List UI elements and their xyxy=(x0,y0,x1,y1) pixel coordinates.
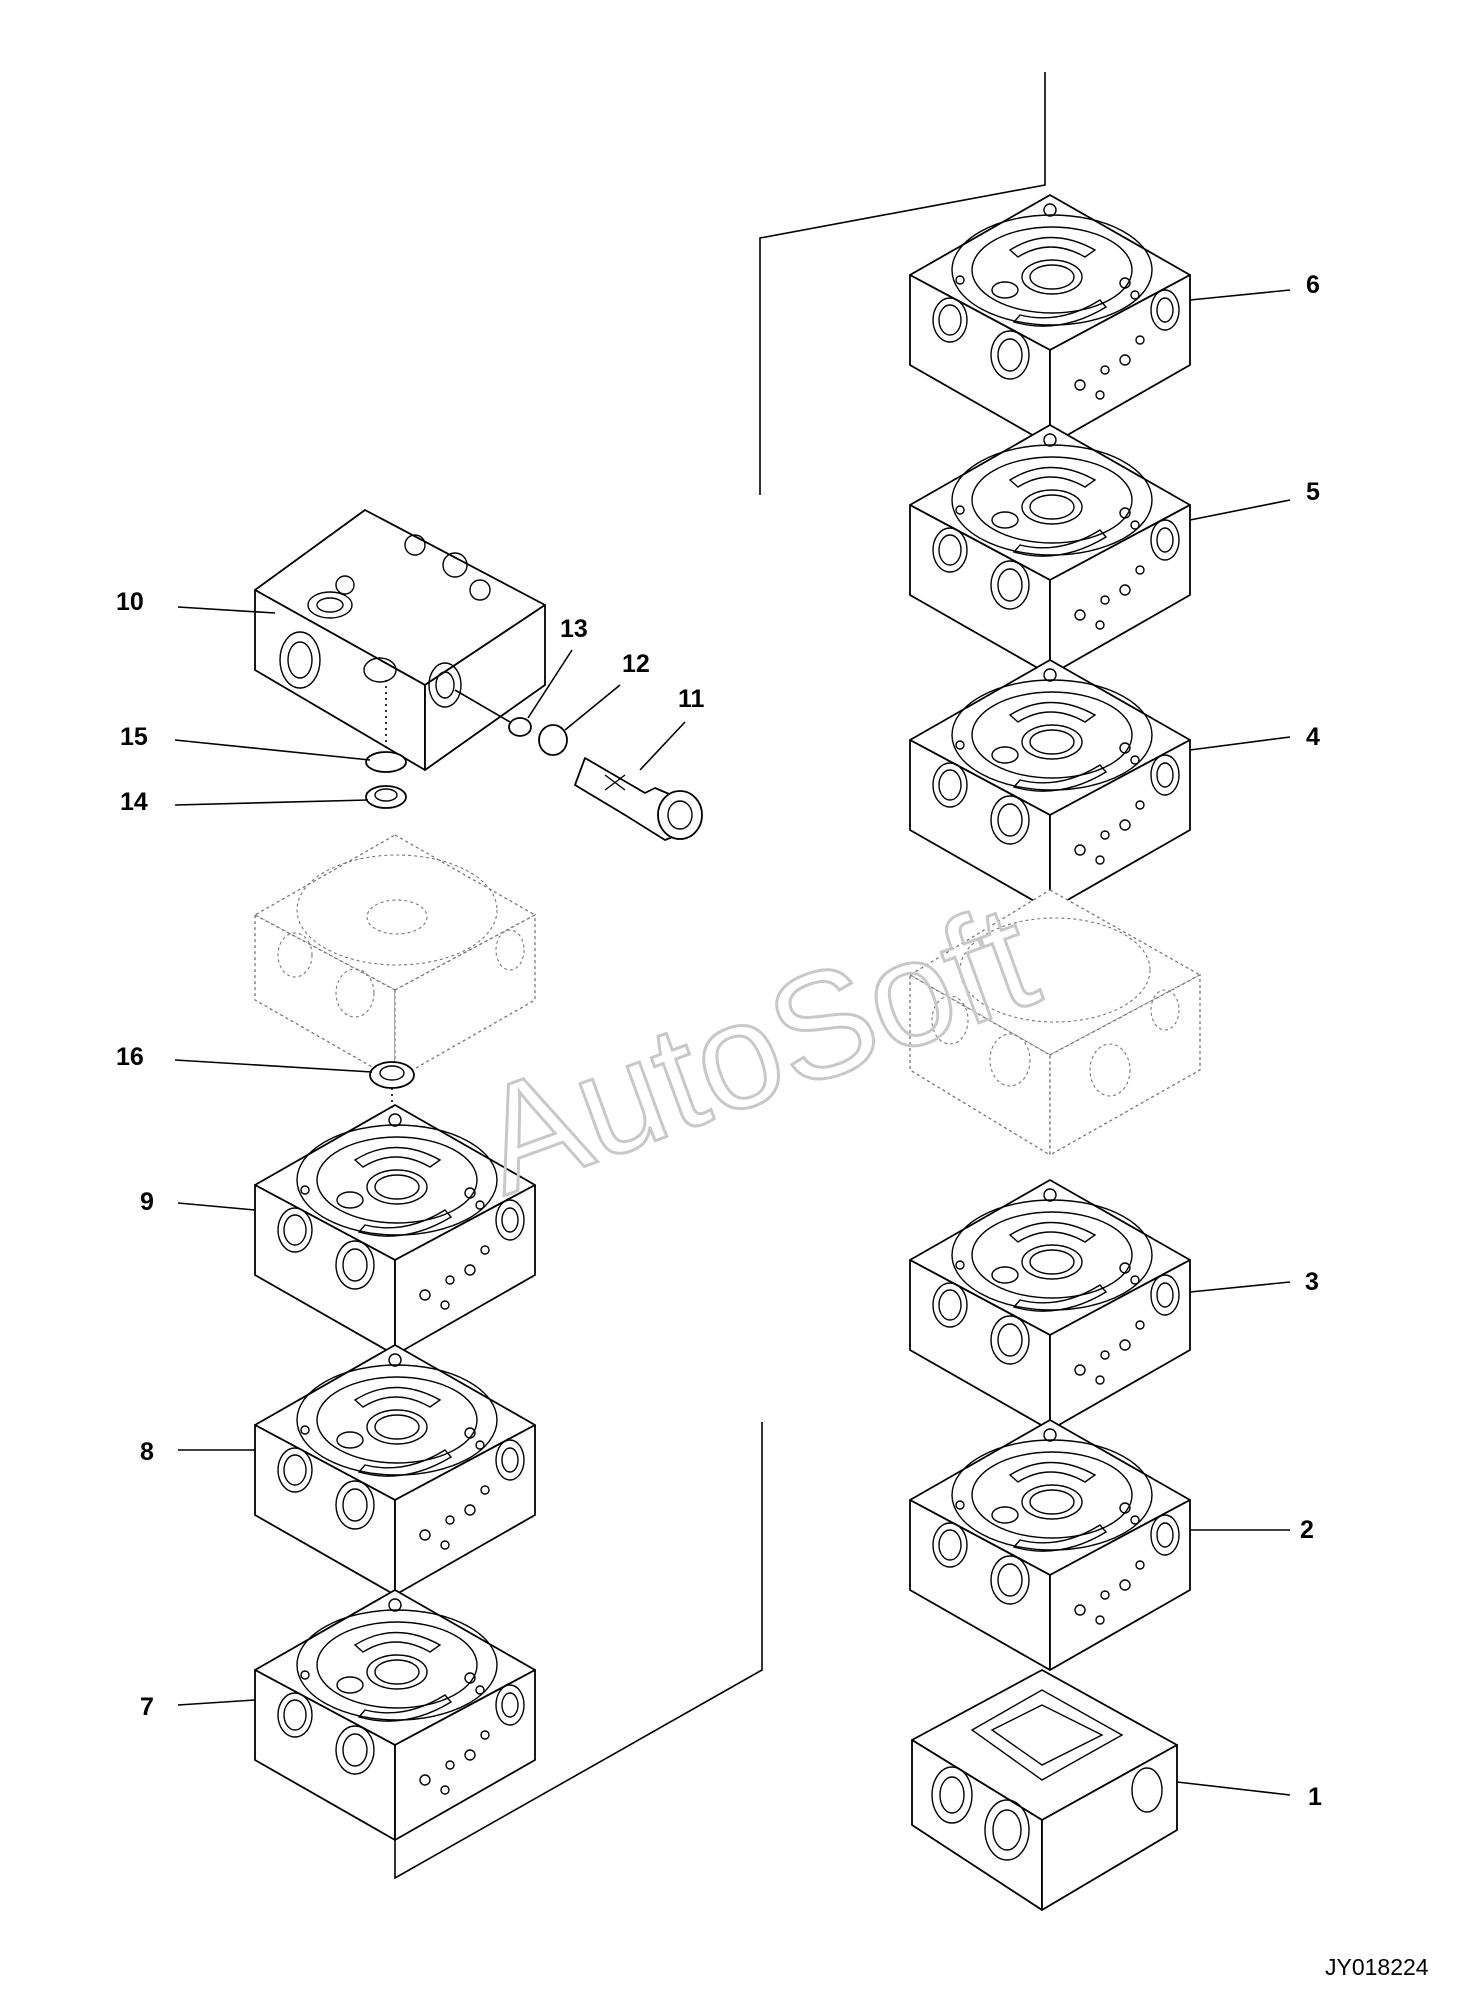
label-15: 15 xyxy=(120,723,148,751)
part-4 xyxy=(909,659,1191,911)
leader-10 xyxy=(177,606,276,614)
leader-13 xyxy=(527,649,573,719)
guide-10-13 xyxy=(454,689,511,723)
label-10: 10 xyxy=(116,588,144,616)
part-16 xyxy=(369,1061,415,1089)
label-4: 4 xyxy=(1306,723,1320,751)
drawing-code: JY018224 xyxy=(1325,1954,1429,1980)
label-3: 3 xyxy=(1305,1268,1319,1296)
part-11 xyxy=(574,757,703,841)
part-8 xyxy=(254,1344,536,1596)
leader-11 xyxy=(639,721,686,771)
group-line-upper xyxy=(759,72,1046,495)
part-13 xyxy=(508,717,532,737)
part-6 xyxy=(909,194,1191,446)
leader-6 xyxy=(1189,289,1291,301)
leader-3 xyxy=(1189,1281,1291,1293)
label-2: 2 xyxy=(1300,1516,1314,1544)
part-7 xyxy=(254,1589,536,1841)
label-7: 7 xyxy=(140,1693,154,1721)
label-12: 12 xyxy=(622,650,650,678)
label-8: 8 xyxy=(140,1438,154,1466)
label-1: 1 xyxy=(1308,1783,1322,1811)
label-5: 5 xyxy=(1306,478,1320,506)
label-13: 13 xyxy=(560,615,588,643)
label-9: 9 xyxy=(140,1188,154,1216)
leader-7 xyxy=(177,1699,256,1706)
watermark: AutoSoft xyxy=(457,871,1055,1226)
leader-9 xyxy=(177,1202,256,1211)
leader-5 xyxy=(1189,499,1291,521)
leader-12 xyxy=(564,684,621,731)
part-3 xyxy=(909,1179,1191,1431)
part-1 xyxy=(911,1669,1178,1911)
leader-14 xyxy=(174,799,369,806)
part-5 xyxy=(909,424,1191,676)
leader-1 xyxy=(1176,1781,1291,1796)
hidden-block-left xyxy=(253,834,537,1082)
part-14 xyxy=(365,785,407,809)
leader-16 xyxy=(174,1059,373,1073)
label-6: 6 xyxy=(1306,271,1320,299)
part-2 xyxy=(909,1419,1191,1671)
label-16: 16 xyxy=(116,1043,144,1071)
leader-15 xyxy=(174,739,371,761)
label-14: 14 xyxy=(120,788,148,816)
part-10 xyxy=(254,509,546,771)
part-15 xyxy=(365,751,407,773)
label-11: 11 xyxy=(678,685,705,713)
part-12 xyxy=(538,724,568,756)
leader-4 xyxy=(1189,736,1291,751)
hidden-block-right xyxy=(908,889,1202,1157)
